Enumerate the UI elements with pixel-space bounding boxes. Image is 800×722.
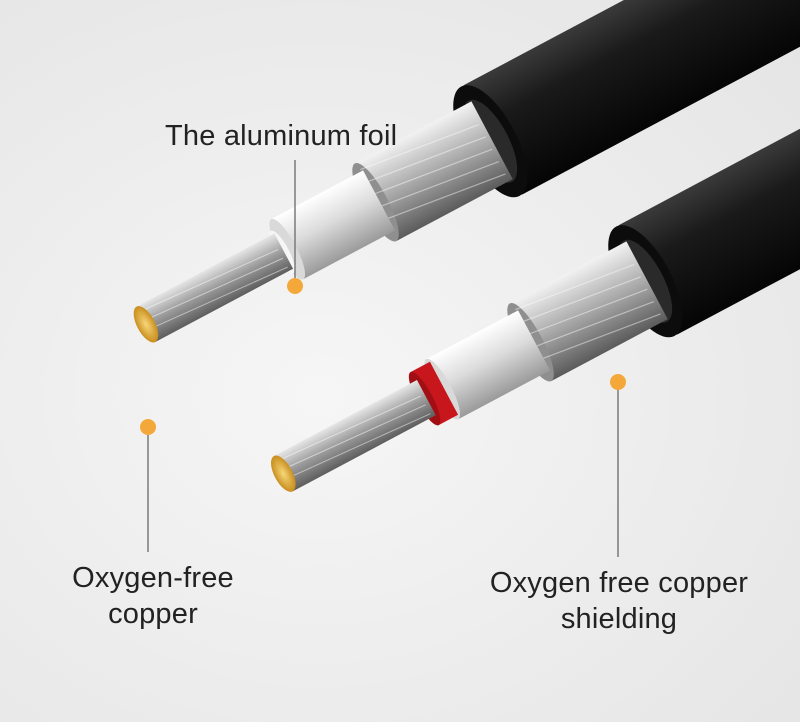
label-aluminum-foil: The aluminum foil (165, 118, 397, 154)
conductor-strands-2 (273, 379, 436, 492)
outer-jacket-2 (617, 58, 800, 335)
label-copper-shielding: Oxygen free copper shielding (488, 565, 750, 637)
callout-foil (287, 160, 303, 294)
callout-dot (287, 278, 303, 294)
callout-dot (610, 374, 626, 390)
copper-core-2 (271, 455, 296, 492)
outer-jacket (462, 0, 800, 195)
braid-shield-2 (509, 241, 668, 382)
copper-core (133, 306, 159, 343)
callout-dot (140, 419, 156, 435)
conductor-strands (136, 233, 294, 342)
cable-lower (271, 58, 800, 492)
label-copper-line1: Oxygen-free (72, 562, 234, 594)
label-shield-line2: shielding (560, 603, 678, 635)
callout-copper (140, 419, 156, 552)
label-copper-line2: copper (108, 598, 198, 630)
callout-shield (610, 374, 626, 557)
foil-layer-2 (426, 310, 551, 420)
label-shield-line1: Oxygen free copper (489, 567, 749, 599)
label-aluminum-foil-text: The aluminum foil (165, 120, 398, 152)
label-oxygen-free-copper: Oxygen-free copper (68, 560, 238, 632)
braid-shield (354, 101, 513, 242)
aluminum-foil-layer (271, 170, 396, 280)
cable-upper (133, 0, 800, 343)
red-marker-ring (410, 361, 459, 426)
